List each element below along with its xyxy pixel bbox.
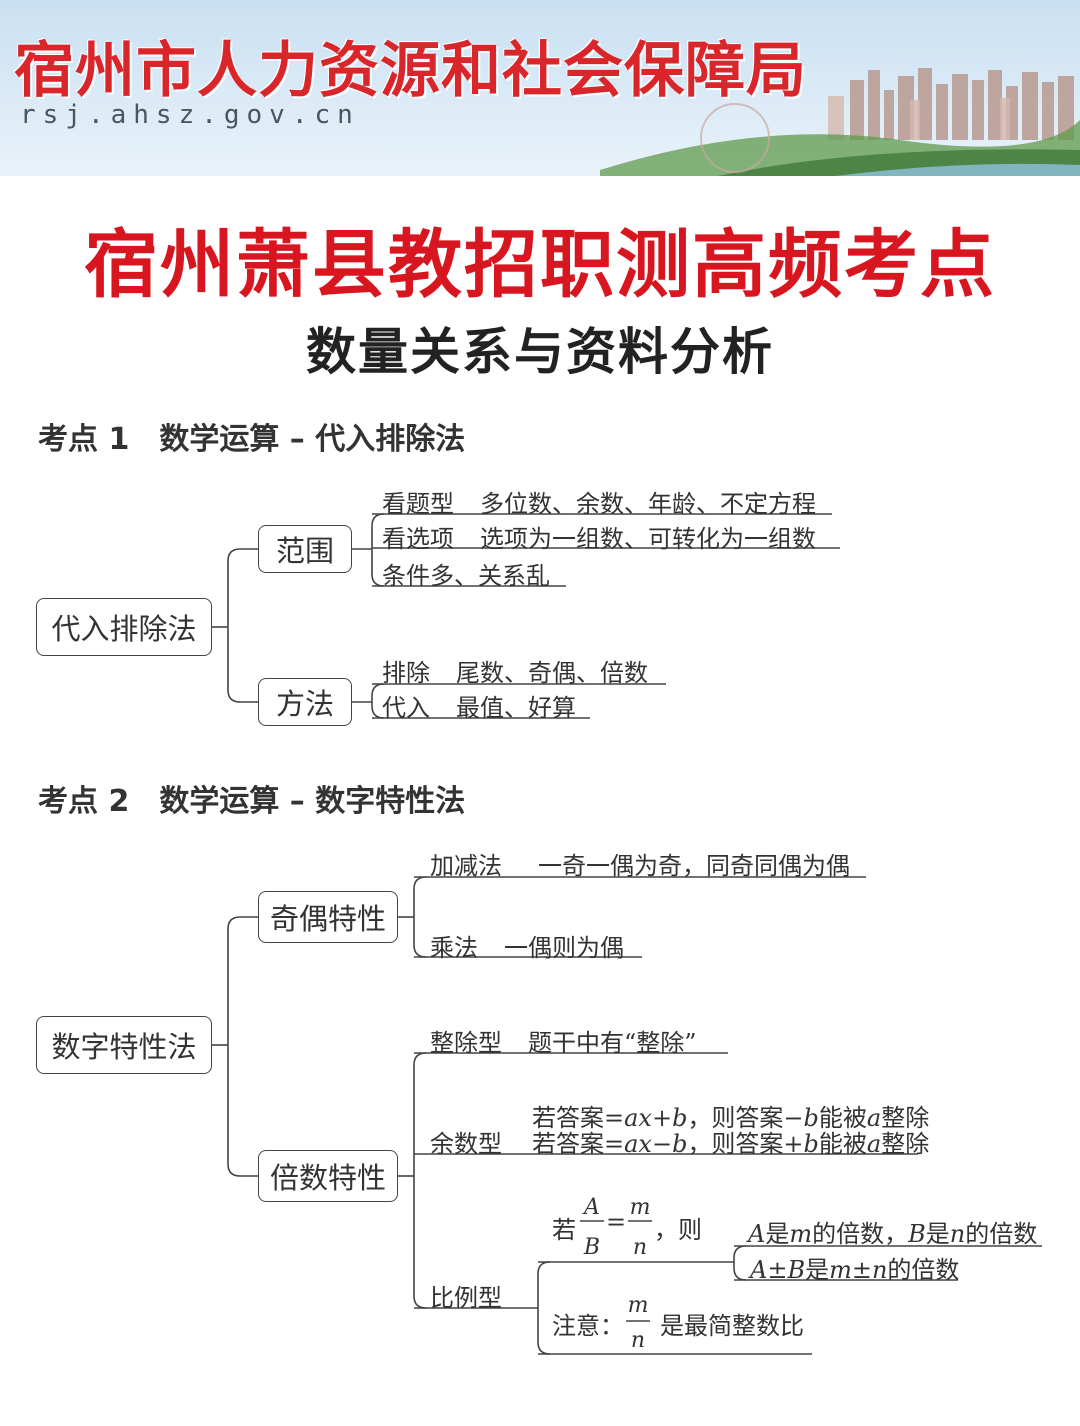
city-skyline-illustration — [0, 0, 1080, 180]
ratio-fraction-m-numerator: m — [629, 1195, 651, 1220]
ratio-note-prefix: 注意： — [552, 1312, 624, 1340]
node-parity: 奇偶特性 — [258, 891, 398, 943]
ratio-then: ，则 — [654, 1216, 702, 1244]
ratio-result-1: A是m的倍数，B是n的倍数 — [748, 1220, 1038, 1248]
header-banner: 宿州市人力资源和社会保障局 rsj.ahsz.gov.cn — [0, 0, 1080, 180]
method-item-exclude: 排除尾数、奇偶、倍数 — [382, 659, 648, 687]
multiple-item-remainder-label: 余数型 — [430, 1130, 502, 1158]
section-1-heading: 考点 1 数学运算 – 代入排除法 — [38, 414, 465, 458]
organization-url: rsj.ahsz.gov.cn — [20, 100, 360, 130]
remainder-rule-1: 若答案=ax+b，则答案−b能被a整除 — [532, 1104, 930, 1132]
node-multiple: 倍数特性 — [258, 1150, 398, 1202]
root-node-number-property: 数字特性法 — [36, 1016, 212, 1074]
ratio-result-2: A±B是m±n的倍数 — [750, 1256, 960, 1284]
parity-item-multiplication: 乘法一偶则为偶 — [430, 934, 624, 962]
ratio-fraction-a-numerator: A — [584, 1195, 600, 1220]
scope-item-options: 看选项选项为一组数、可转化为一组数 — [382, 525, 816, 553]
ratio-fraction-a-denominator: B — [583, 1235, 601, 1260]
section-1-title: 数学运算 – 代入排除法 — [159, 422, 466, 457]
ratio-if-prefix: 若 — [552, 1216, 576, 1244]
multiple-item-ratio-label: 比例型 — [430, 1284, 502, 1312]
node-method: 方法 — [258, 678, 352, 726]
remainder-rule-2: 若答案=ax−b，则答案+b能被a整除 — [532, 1130, 930, 1158]
section-1-number: 考点 1 — [38, 422, 130, 457]
section-2-heading: 考点 2 数学运算 – 数字特性法 — [38, 776, 465, 820]
section-2-title: 数学运算 – 数字特性法 — [159, 784, 466, 819]
node-scope: 范围 — [258, 525, 352, 573]
multiple-item-divisible: 整除型题干中有“整除” — [430, 1029, 697, 1057]
ratio-note-suffix: 是最简整数比 — [660, 1312, 804, 1340]
section-2-number: 考点 2 — [38, 784, 130, 819]
organization-name: 宿州市人力资源和社会保障局 — [14, 36, 807, 106]
ratio-fraction-m-denominator: n — [632, 1235, 648, 1260]
root-node-substitution: 代入排除法 — [36, 598, 212, 656]
ratio-note-numerator: m — [627, 1293, 649, 1318]
ratio-note-denominator: n — [630, 1328, 646, 1353]
scope-item-many-conditions: 条件多、关系乱 — [382, 562, 550, 590]
page-subtitle: 数量关系与资料分析 — [306, 323, 774, 381]
parity-item-addition: 加减法一奇一偶为奇，同奇同偶为偶 — [430, 852, 850, 880]
scope-item-question-type: 看题型多位数、余数、年龄、不定方程 — [382, 490, 816, 518]
method-item-substitute: 代入最值、好算 — [382, 694, 576, 722]
ratio-equals: = — [606, 1208, 627, 1236]
page-title: 宿州萧县教招职测高频考点 — [84, 222, 996, 308]
